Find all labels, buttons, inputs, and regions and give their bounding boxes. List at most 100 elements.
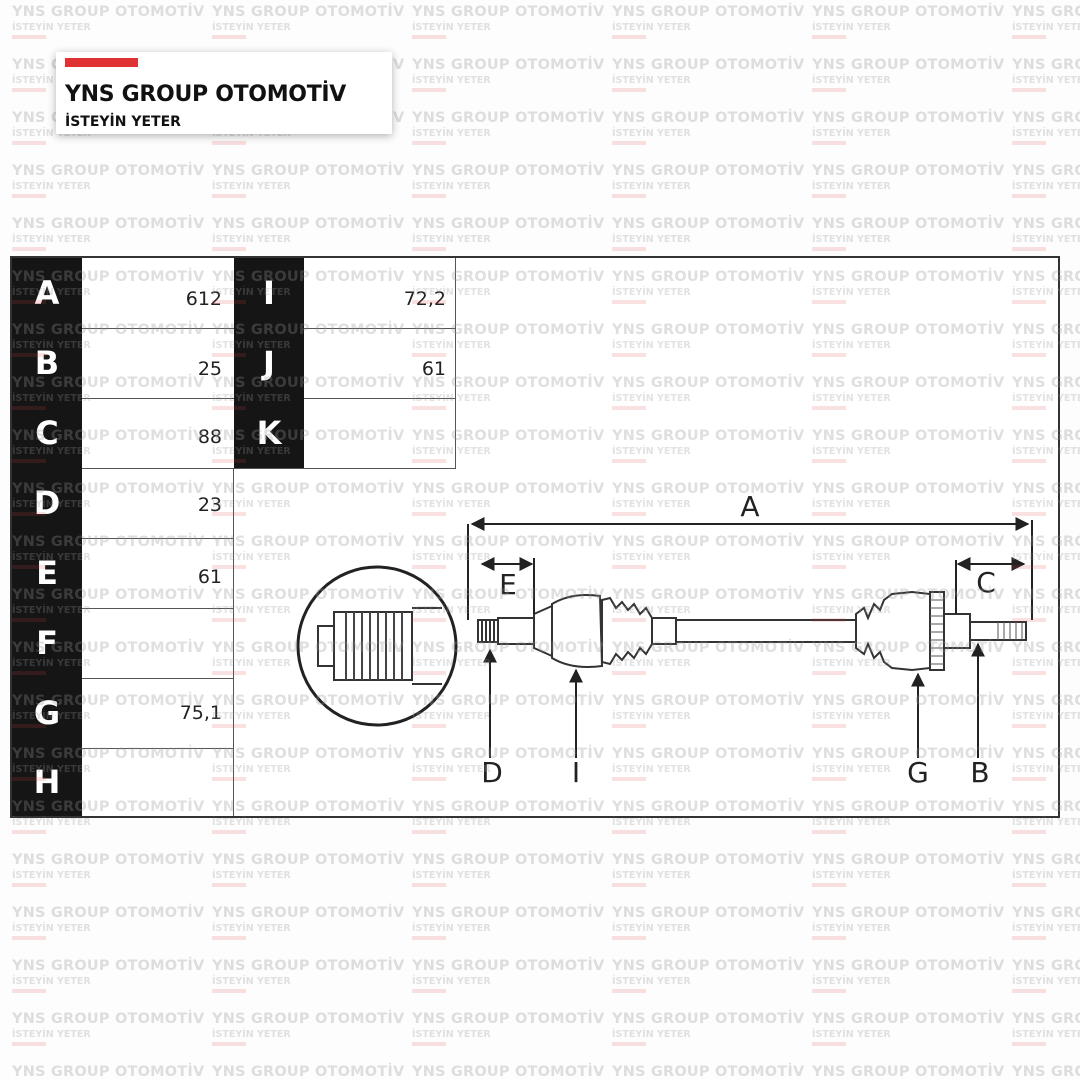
watermark-line2: İSTEYİN YETER bbox=[212, 976, 291, 987]
watermark-line1: YNS GROUP OTOMOTİV bbox=[812, 216, 1005, 232]
spec-panel: A B C D E F G H 612 25 88 23 61 75,1 I J… bbox=[10, 256, 1060, 818]
watermark-line1: YNS GROUP OTOMOTİV bbox=[412, 905, 605, 921]
watermark-line2: İSTEYİN YETER bbox=[412, 22, 491, 33]
drawing-label-d: D bbox=[481, 756, 503, 789]
watermark-accent bbox=[1012, 88, 1046, 92]
watermark-line2: İSTEYİN YETER bbox=[812, 976, 891, 987]
grid-line bbox=[304, 398, 456, 399]
watermark-line1: YNS GROUP OTOMOTİV bbox=[812, 163, 1005, 179]
watermark-line1: YNS GROUP OTOMOTİV bbox=[212, 163, 405, 179]
watermark-line2: İSTEYİN YETER bbox=[1012, 22, 1080, 33]
watermark-line2: İSTEYİN YETER bbox=[412, 1029, 491, 1040]
watermark-line1: YNS GROUP OTOMOTİV bbox=[212, 958, 405, 974]
watermark-accent bbox=[1012, 989, 1046, 993]
value-a: 612 bbox=[185, 288, 222, 310]
watermark-accent bbox=[212, 936, 246, 940]
watermark-line1: YNS GROUP OTOMOTİV bbox=[1012, 4, 1080, 20]
grid-line bbox=[82, 538, 234, 539]
label-e: E bbox=[12, 538, 82, 608]
value-c: 88 bbox=[197, 426, 222, 448]
watermark-line2: İSTEYİN YETER bbox=[1012, 128, 1080, 139]
watermark-line2: İSTEYİN YETER bbox=[412, 870, 491, 881]
watermark-accent bbox=[1012, 830, 1046, 834]
watermark-line2: İSTEYİN YETER bbox=[612, 75, 691, 86]
watermark-line2: İSTEYİN YETER bbox=[12, 234, 91, 245]
watermark-line2: İSTEYİN YETER bbox=[612, 22, 691, 33]
watermark-tile: YNS GROUP OTOMOTİV İSTEYİN YETER bbox=[600, 901, 804, 954]
grid-line bbox=[82, 398, 234, 399]
watermark-accent bbox=[612, 1042, 646, 1046]
watermark-line1: YNS GROUP OTOMOTİV bbox=[212, 1011, 405, 1027]
drawing-label-g: G bbox=[907, 756, 929, 789]
watermark-line1: YNS GROUP OTOMOTİV bbox=[812, 852, 1005, 868]
watermark-line2: İSTEYİN YETER bbox=[612, 923, 691, 934]
watermark-line1: YNS GROUP OTOMOTİV bbox=[412, 1011, 605, 1027]
watermark-line1: YNS GROUP OTOMOTİV bbox=[612, 110, 805, 126]
watermark-line2: İSTEYİN YETER bbox=[212, 22, 291, 33]
watermark-line1: YNS GROUP OTOMOTİV bbox=[12, 216, 205, 232]
watermark-accent bbox=[812, 247, 846, 251]
watermark-accent bbox=[12, 247, 46, 251]
label-g: G bbox=[12, 678, 82, 748]
watermark-accent bbox=[1012, 936, 1046, 940]
grid-line bbox=[82, 468, 234, 469]
watermark-line2: İSTEYİN YETER bbox=[812, 923, 891, 934]
watermark-line1: YNS GROUP OTOMOTİV bbox=[812, 905, 1005, 921]
spline-detail-circle bbox=[296, 565, 458, 727]
watermark-accent bbox=[612, 830, 646, 834]
watermark-line2: İSTEYİN YETER bbox=[1012, 976, 1080, 987]
watermark-accent bbox=[612, 141, 646, 145]
watermark-accent bbox=[812, 936, 846, 940]
watermark-accent bbox=[412, 141, 446, 145]
watermark-line1: YNS GROUP OTOMOTİV bbox=[612, 852, 805, 868]
watermark-line1: YNS GROUP OTOMOTİV bbox=[412, 852, 605, 868]
watermark-line1: YNS GROUP OTOMOTİV bbox=[1012, 958, 1080, 974]
grid-line bbox=[455, 258, 456, 468]
label-f: F bbox=[12, 608, 82, 678]
watermark-accent bbox=[12, 88, 46, 92]
watermark-line2: İSTEYİN YETER bbox=[1012, 817, 1080, 828]
watermark-accent bbox=[12, 883, 46, 887]
watermark-line2: İSTEYİN YETER bbox=[412, 817, 491, 828]
watermark-line1: YNS GROUP OTOMOTİV bbox=[12, 1064, 205, 1080]
watermark-accent bbox=[12, 830, 46, 834]
watermark-accent bbox=[812, 88, 846, 92]
watermark-accent bbox=[12, 1042, 46, 1046]
watermark-line1: YNS GROUP OTOMOTİV bbox=[1012, 852, 1080, 868]
watermark-line1: YNS GROUP OTOMOTİV bbox=[612, 958, 805, 974]
value-j: 61 bbox=[421, 358, 446, 380]
watermark-accent bbox=[812, 989, 846, 993]
watermark-line2: İSTEYİN YETER bbox=[412, 128, 491, 139]
watermark-line1: YNS GROUP OTOMOTİV bbox=[612, 905, 805, 921]
watermark-line1: YNS GROUP OTOMOTİV bbox=[812, 4, 1005, 20]
value-b: 25 bbox=[197, 358, 222, 380]
drawing-label-a: A bbox=[740, 490, 759, 523]
watermark-line2: İSTEYİN YETER bbox=[412, 75, 491, 86]
label-c: C bbox=[12, 398, 82, 468]
brand-name: YNS GROUP OTOMOTİV bbox=[65, 82, 347, 107]
watermark-line2: İSTEYİN YETER bbox=[212, 817, 291, 828]
label-h: H bbox=[12, 748, 82, 816]
watermark-accent bbox=[1012, 35, 1046, 39]
watermark-line1: YNS GROUP OTOMOTİV bbox=[12, 1011, 205, 1027]
watermark-accent bbox=[812, 830, 846, 834]
watermark-line2: İSTEYİN YETER bbox=[812, 75, 891, 86]
watermark-accent bbox=[212, 247, 246, 251]
watermark-accent bbox=[612, 936, 646, 940]
watermark-accent bbox=[212, 883, 246, 887]
watermark-line2: İSTEYİN YETER bbox=[12, 181, 91, 192]
